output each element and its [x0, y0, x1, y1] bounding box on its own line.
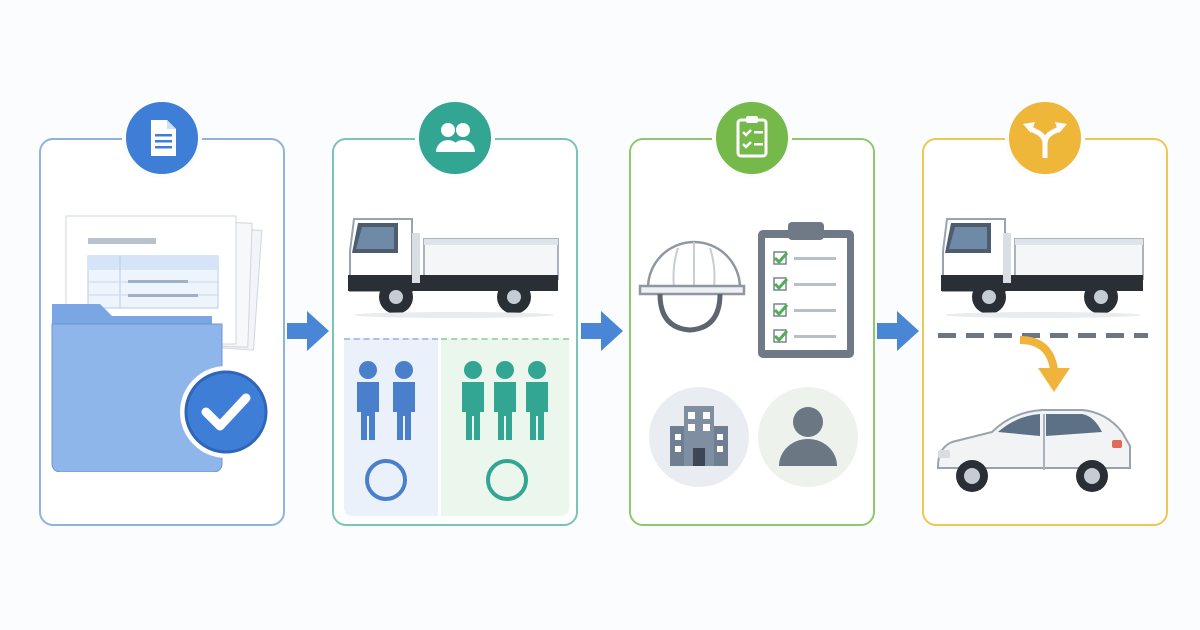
person-icon — [462, 361, 484, 440]
crew-group-b-figures — [462, 361, 548, 501]
folder-icon — [51, 304, 223, 472]
person-icon — [494, 361, 516, 440]
flow-arrow-1 — [287, 311, 329, 351]
person-icon — [357, 361, 379, 440]
checklist-clipboard-icon — [758, 222, 854, 358]
checklist-rows — [773, 251, 836, 343]
documents-folder-illustration — [51, 215, 272, 472]
clipboard-check-icon — [736, 116, 768, 158]
flow-arrow-2 — [581, 311, 623, 351]
person-icon — [393, 361, 415, 440]
circle-ok-icon — [365, 459, 407, 501]
split-arrows-icon — [1023, 122, 1067, 158]
crew-group-a-figures — [357, 361, 415, 501]
car-icon — [937, 409, 1131, 492]
turn-down-arrow-icon — [1019, 336, 1070, 392]
person-avatar-icon — [758, 387, 858, 487]
dashed-lane-line — [938, 333, 1148, 338]
lane-change-indicator — [938, 333, 1148, 392]
step-badge-documents — [122, 98, 202, 178]
person-icon — [526, 361, 548, 440]
step-badge-crew — [415, 98, 495, 178]
hard-hat-icon — [638, 240, 746, 333]
circle-ok-icon — [486, 459, 528, 501]
people-icon — [436, 123, 475, 152]
flow-arrow-3 — [877, 311, 919, 351]
crew-group-b — [441, 338, 569, 516]
company-building-icon — [649, 387, 749, 487]
truck-icon — [941, 218, 1144, 318]
step-badge-route-change — [1005, 98, 1085, 178]
check-circle-icon — [180, 366, 272, 458]
crew-group-a — [344, 338, 438, 516]
document-icon — [151, 120, 176, 156]
step-badge-inspection — [712, 98, 792, 178]
truck-icon — [348, 218, 559, 318]
